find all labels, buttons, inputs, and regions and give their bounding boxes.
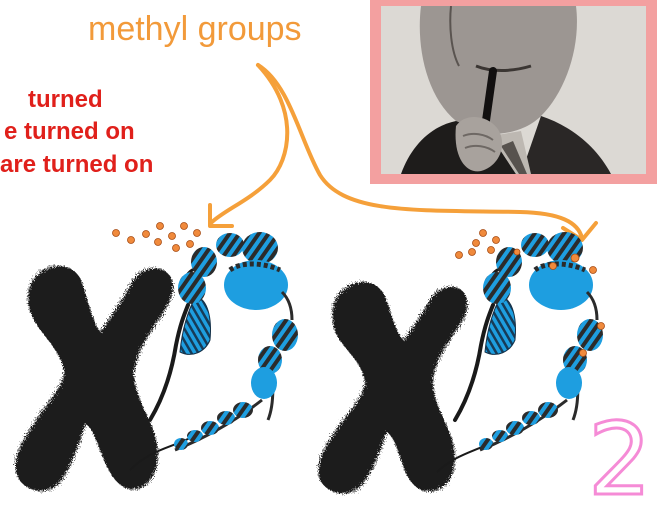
- genes-text-line-1: turned: [28, 86, 103, 114]
- methyl-arrow-left: [210, 65, 287, 226]
- chromosome-x-shape: [318, 282, 467, 494]
- nucleosomes-lower: [479, 400, 567, 450]
- genes-text-line-2: e turned on: [4, 118, 135, 146]
- free-methyl-groups-right: [456, 230, 500, 259]
- chromosome-x-shape: [15, 266, 173, 491]
- portrait-photo-frame: [370, 0, 657, 184]
- page-number: 2: [588, 410, 652, 510]
- methyl-groups-label: methyl groups: [88, 10, 302, 49]
- chromosome-right: [318, 232, 604, 494]
- genes-text-line-3: are turned on: [0, 151, 153, 179]
- nucleosomes-lower: [174, 400, 262, 450]
- portrait-photo: [381, 6, 646, 174]
- free-methyl-groups-left: [113, 223, 201, 252]
- chromosome-left: [15, 232, 298, 491]
